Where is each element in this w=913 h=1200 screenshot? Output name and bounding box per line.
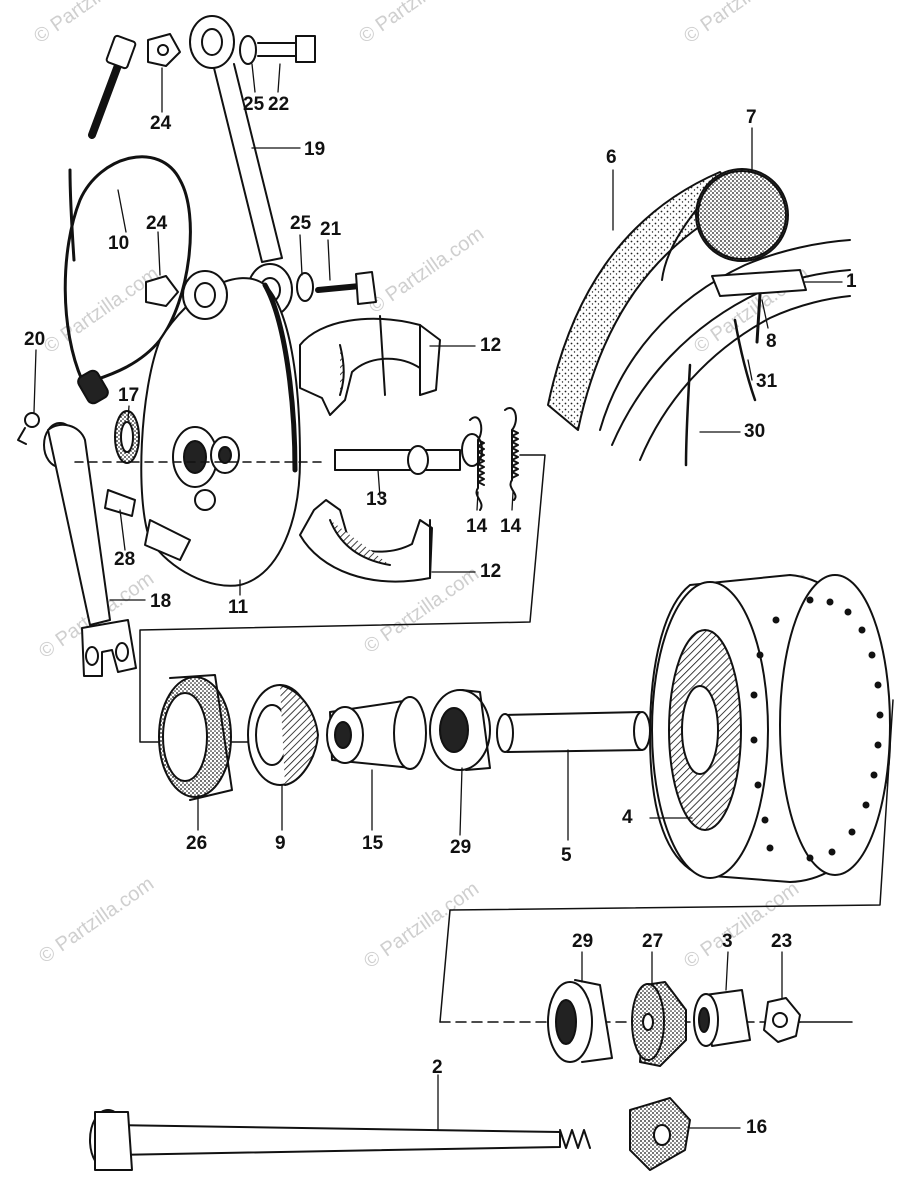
callout-leaders [33, 63, 843, 1131]
axle [89, 1109, 591, 1171]
callout-13: 13 [366, 489, 388, 510]
callout-16: 16 [746, 1117, 768, 1138]
valve-stem [755, 292, 762, 344]
callout-20: 20 [24, 329, 46, 350]
washer [239, 35, 314, 302]
cable-clip [17, 412, 40, 445]
callout-4: 4 [622, 807, 633, 828]
callout-18: 18 [150, 591, 172, 612]
nut [147, 33, 181, 67]
brake-shoe-upper [299, 315, 441, 416]
callout-1: 1 [846, 271, 857, 292]
callout-9: 9 [275, 833, 286, 854]
callout-7: 7 [746, 107, 757, 128]
callout-26: 26 [186, 833, 208, 854]
tube [661, 168, 789, 281]
callout-17: 17 [118, 385, 140, 406]
callout-19: 19 [304, 139, 326, 160]
dust-seal [158, 674, 233, 801]
callout-29b: 29 [572, 931, 594, 952]
callout-6: 6 [606, 147, 617, 168]
distance-tube [496, 711, 651, 753]
callout-10: 10 [108, 233, 130, 254]
collar [631, 981, 687, 1067]
brake-arm [43, 422, 137, 677]
callout-8: 8 [766, 331, 777, 352]
final-drive-flange [247, 684, 319, 786]
callout-22: 22 [268, 94, 290, 115]
callout-12a: 12 [480, 335, 502, 356]
callout-11: 11 [228, 597, 249, 618]
brake-cam [334, 433, 483, 475]
hub [649, 574, 891, 883]
cable-adjuster [88, 34, 137, 139]
callout-15: 15 [362, 833, 384, 854]
callout-3: 3 [722, 931, 733, 952]
callout-5: 5 [561, 845, 572, 866]
callout-31: 31 [756, 371, 778, 392]
brake-panel [140, 270, 301, 587]
bearing [547, 979, 613, 1063]
bolt [257, 35, 377, 305]
callout-12b: 12 [480, 561, 502, 582]
callout-14b: 14 [500, 516, 522, 537]
bolt [104, 489, 136, 517]
brake-spring [469, 407, 519, 511]
callout-25a: 25 [243, 94, 265, 115]
callout-23: 23 [771, 931, 793, 952]
callout-14a: 14 [466, 516, 488, 537]
callout-2: 2 [432, 1057, 443, 1078]
distance-collar [326, 696, 427, 770]
callout-29a: 29 [450, 837, 472, 858]
spacer [693, 989, 751, 1047]
callout-24a: 24 [150, 113, 172, 134]
washer [629, 1097, 691, 1171]
callout-21: 21 [320, 219, 342, 240]
rim-band [711, 269, 807, 297]
bearing [429, 689, 491, 771]
spoke [684, 318, 757, 467]
callout-25b: 25 [290, 213, 312, 234]
brake-shoe-lower [299, 499, 433, 583]
callout-30: 30 [744, 421, 766, 442]
callout-24b: 24 [146, 213, 168, 234]
callout-27: 27 [642, 931, 664, 952]
brake-cable [63, 155, 192, 405]
nut [145, 275, 179, 307]
callout-28: 28 [114, 549, 136, 570]
axle-nut [763, 997, 801, 1043]
felt-seal [114, 410, 140, 464]
